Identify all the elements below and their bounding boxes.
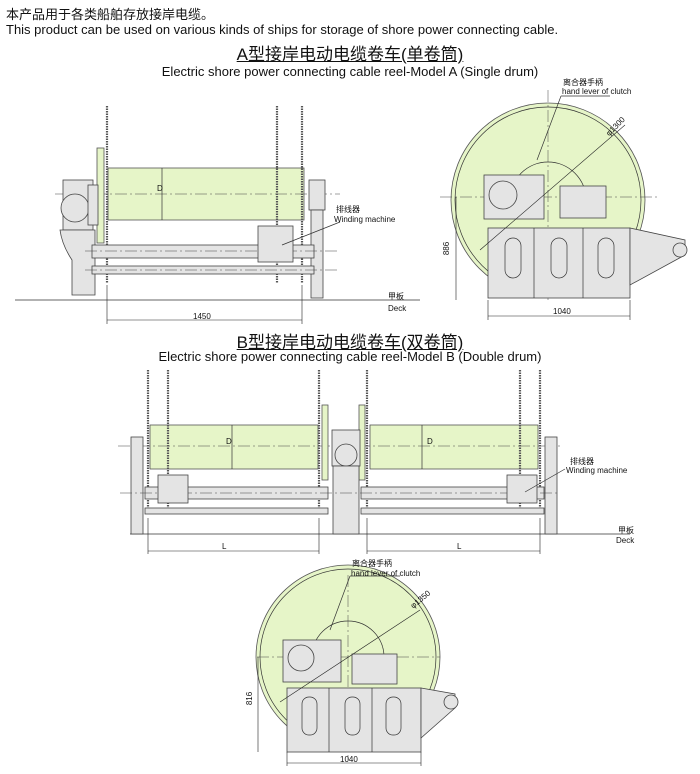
deck-label-cn: 甲板 bbox=[388, 292, 404, 301]
winding-label-en: Winding machine bbox=[334, 215, 396, 224]
winding-machine bbox=[157, 474, 189, 504]
height-dimension: 816 bbox=[245, 691, 255, 706]
deck-label-en: Deck bbox=[388, 304, 407, 313]
drum-right bbox=[369, 424, 539, 470]
model-a-side-view bbox=[440, 90, 688, 320]
drum-label-d: D bbox=[157, 184, 163, 193]
model-b-front-view bbox=[118, 370, 630, 554]
winding-machine bbox=[257, 225, 294, 263]
drum-left bbox=[149, 424, 319, 470]
center-stand bbox=[332, 465, 360, 535]
model-a-front-view bbox=[15, 106, 420, 324]
winding-label-cn: 排线器 bbox=[570, 457, 594, 466]
height-dimension: 886 bbox=[442, 241, 452, 256]
winding-label-en: Winding machine bbox=[566, 466, 628, 475]
model-b-title-en: Electric shore power connecting cable re… bbox=[158, 349, 542, 364]
length-dimension-right: L bbox=[457, 542, 462, 551]
length-dimension-left: L bbox=[222, 542, 227, 551]
model-a-title-cn: A型接岸电动电缆卷车(单卷筒) bbox=[236, 45, 464, 64]
right-stand bbox=[544, 436, 558, 535]
winding-machine bbox=[506, 474, 538, 504]
length-dimension: 1450 bbox=[193, 312, 211, 321]
drum-label-d-left: D bbox=[226, 437, 232, 446]
model-b-side-view bbox=[255, 564, 459, 766]
clutch-label-en: hand lever of clutch bbox=[562, 87, 632, 96]
left-stand bbox=[130, 436, 144, 535]
model-a-title-en: Electric shore power connecting cable re… bbox=[161, 64, 539, 79]
winding-label-cn: 排线器 bbox=[336, 205, 360, 214]
clutch-label-en: hand lever of clutch bbox=[351, 569, 421, 578]
clutch-label-cn: 离合器手柄 bbox=[563, 78, 603, 87]
intro-chinese: 本产品用于各类船舶存放接岸电缆。 bbox=[6, 7, 215, 22]
bearing-housing bbox=[308, 179, 326, 211]
motor bbox=[351, 653, 398, 685]
deck-label-cn: 甲板 bbox=[618, 526, 634, 535]
motor bbox=[559, 185, 607, 219]
base-frame bbox=[487, 227, 631, 299]
motor bbox=[60, 193, 90, 223]
deck-label-en: Deck bbox=[616, 536, 635, 545]
width-dimension: 1040 bbox=[553, 307, 571, 316]
intro-english: This product can be used on various kind… bbox=[6, 22, 559, 37]
width-dimension: 1040 bbox=[340, 755, 358, 764]
drum-label-d-right: D bbox=[427, 437, 433, 446]
model-b-title-cn: B型接岸电动电缆卷车(双卷筒) bbox=[236, 333, 464, 352]
left-stand bbox=[59, 229, 96, 296]
clutch-label-cn: 离合器手柄 bbox=[352, 559, 392, 568]
